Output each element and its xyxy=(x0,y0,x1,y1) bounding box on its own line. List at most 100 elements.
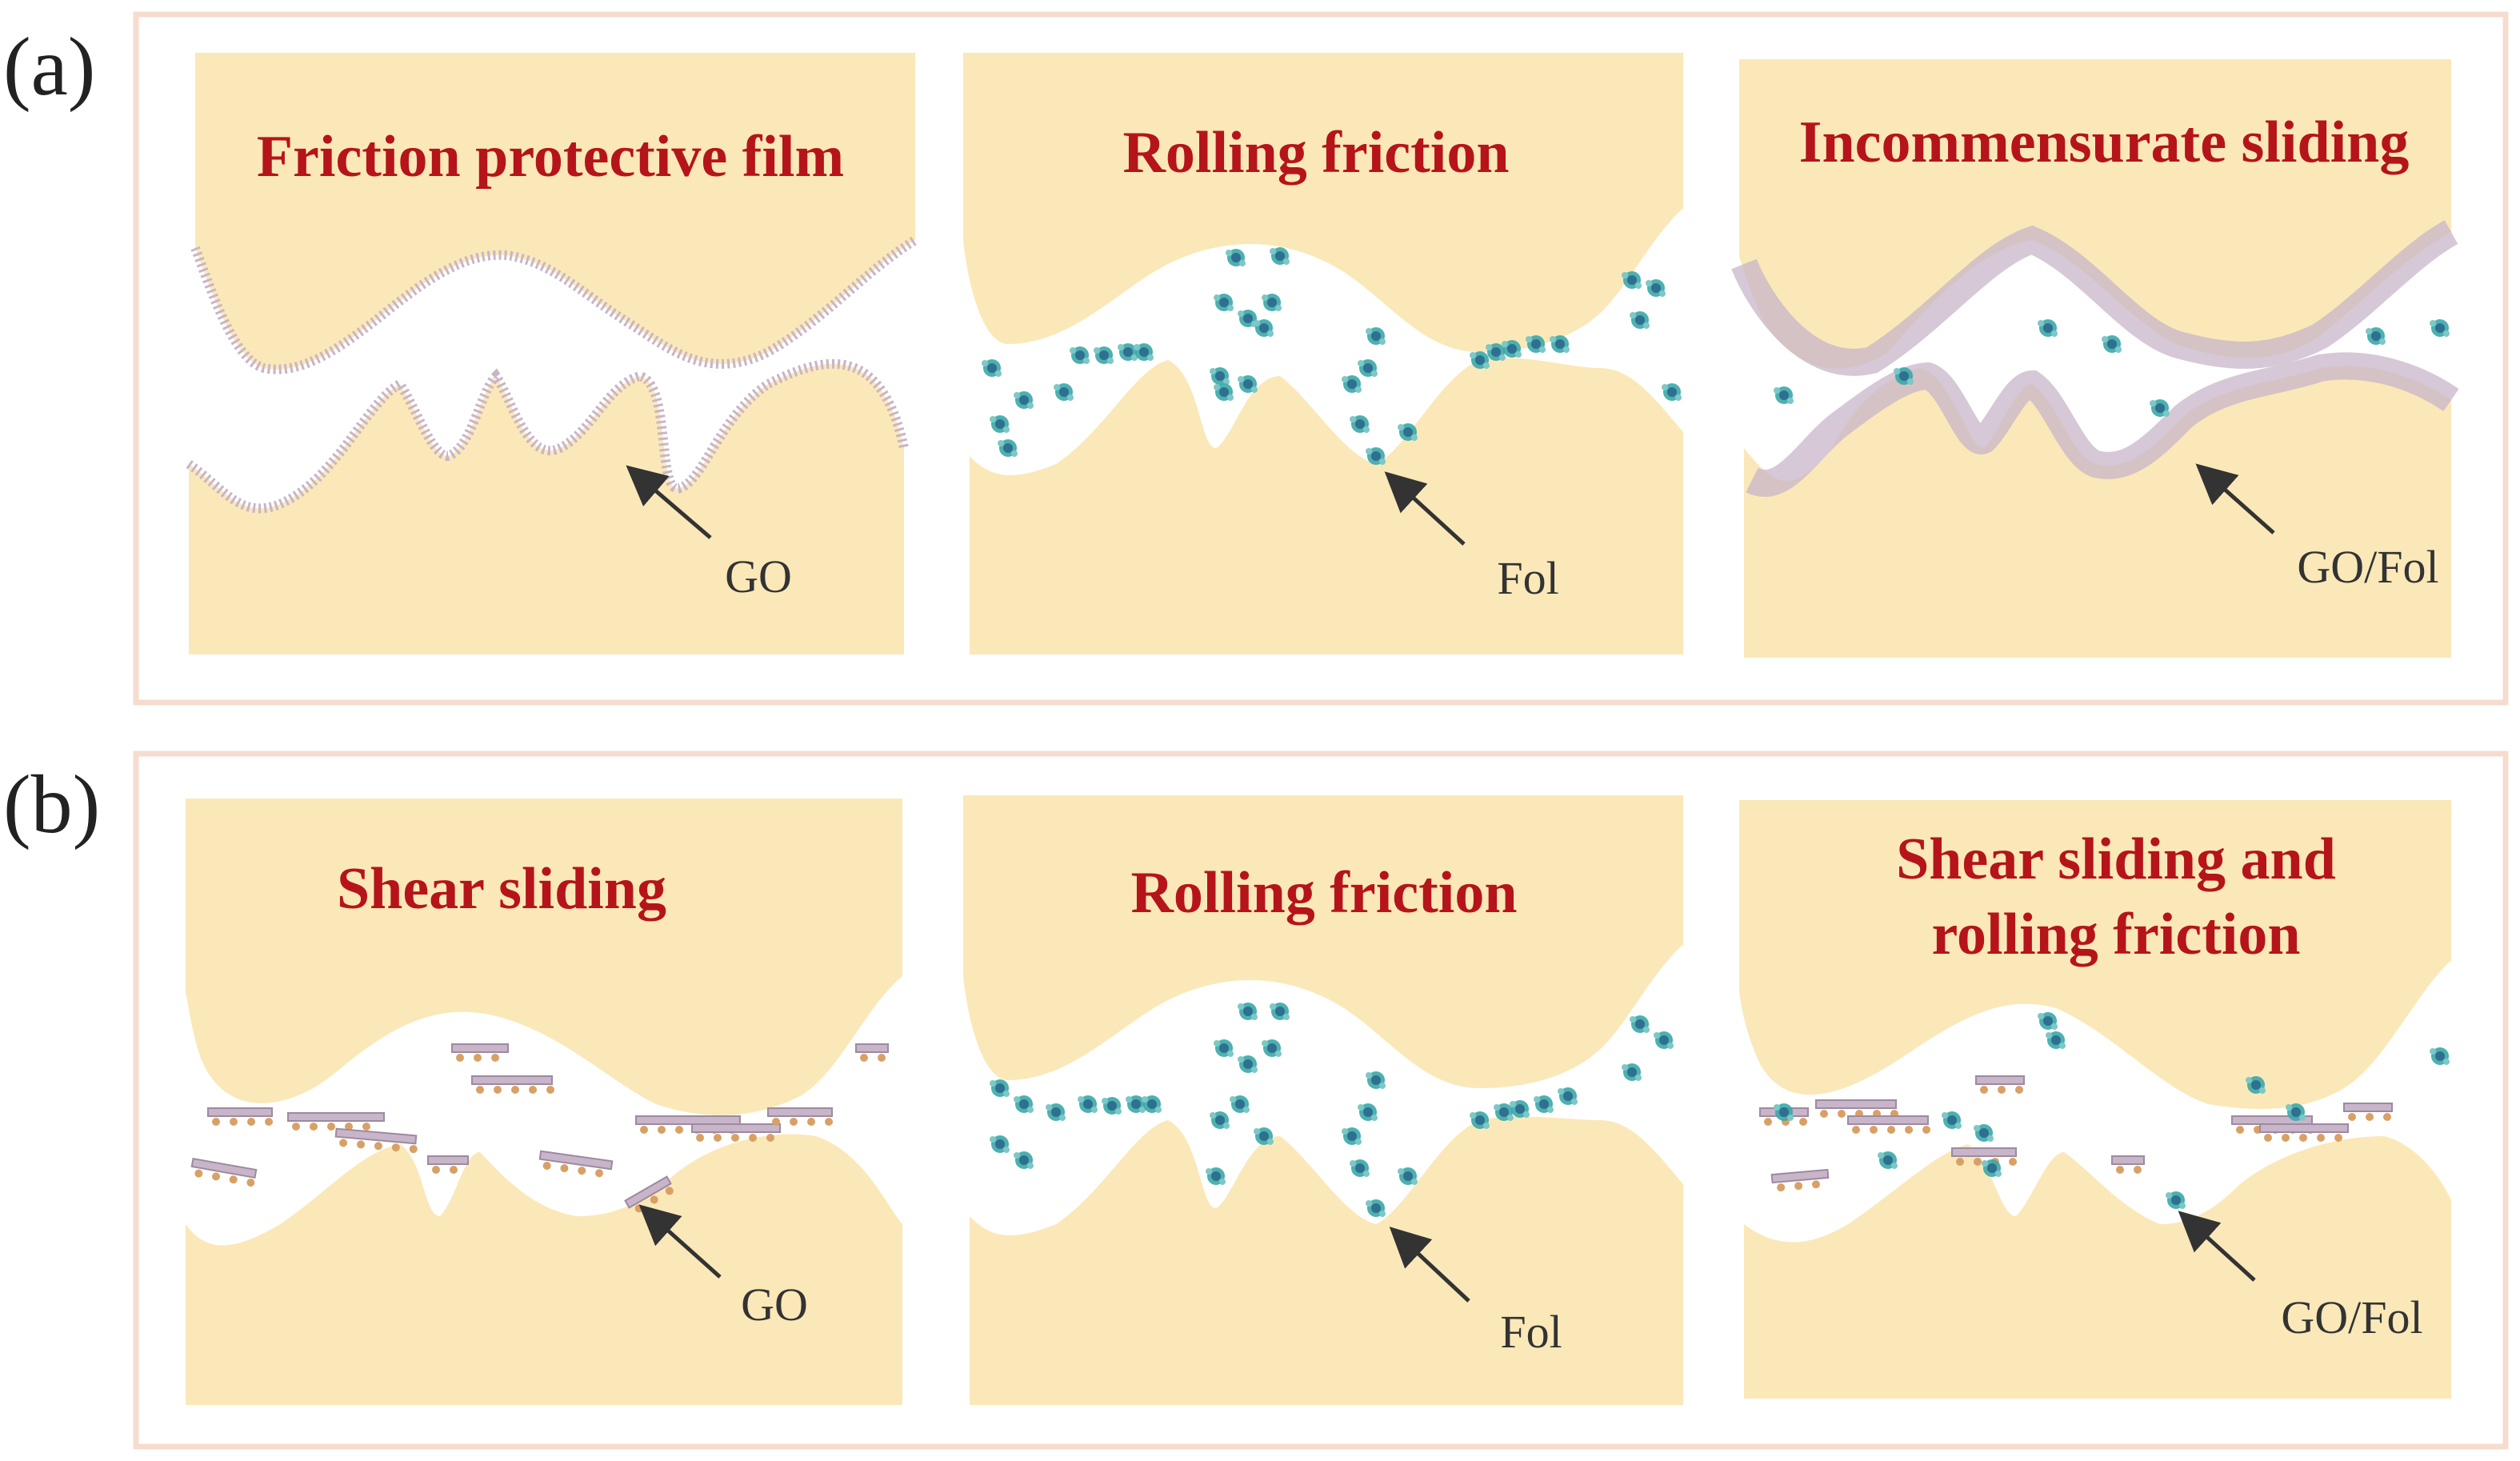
go-sheet xyxy=(207,1107,273,1126)
fol-particle xyxy=(1366,327,1386,345)
go-sheet xyxy=(855,1043,889,1062)
fol-particle xyxy=(1230,1095,1250,1113)
upper-surface xyxy=(186,799,902,1115)
panel-a-frame xyxy=(133,11,2509,706)
fol-particle xyxy=(1878,1151,1898,1169)
fol-particle xyxy=(1270,247,1290,265)
upper-surface xyxy=(195,53,915,370)
mechanism-title: Friction protective film xyxy=(257,124,844,190)
fol-particle xyxy=(990,1135,1010,1153)
pointer-arrow xyxy=(2178,1211,2256,1282)
lower-surface xyxy=(970,1116,1683,1405)
mechanism-title: Shear sliding xyxy=(337,856,666,922)
mechanism-label: GO/Fol xyxy=(2281,1291,2422,1343)
fol-particle xyxy=(1214,294,1234,311)
fol-particle xyxy=(1366,1071,1386,1089)
mechanism-label: GO/Fol xyxy=(2297,541,2438,593)
fol-particle xyxy=(1558,1087,1578,1105)
panel-a-mechanism-1: Friction protective film GO xyxy=(186,53,918,654)
panel-a-mechanism-3: Incommensurate sliding GO/Fol xyxy=(1731,59,2459,658)
panel-a-mechanism-2: Rolling friction Fol xyxy=(963,53,1683,654)
fol-particle xyxy=(1078,1095,1098,1113)
go-sheet xyxy=(1815,1099,1898,1118)
fol-particle xyxy=(1646,279,1666,297)
mechanism-label: Fol xyxy=(1500,1306,1562,1358)
lower-surface xyxy=(186,1134,902,1405)
fol-particle xyxy=(1942,1111,1962,1129)
panel-b-mechanism-2: Rolling friction Fol xyxy=(963,795,1683,1405)
pointer-arrow xyxy=(626,465,712,539)
fol-particle xyxy=(1342,1127,1362,1145)
fol-particle xyxy=(1622,1063,1642,1081)
fol-particle xyxy=(2038,319,2058,337)
mechanism-label: GO xyxy=(725,550,792,602)
fol-particle xyxy=(1350,1159,1370,1177)
fol-particle xyxy=(1654,1031,1674,1049)
go-sheet xyxy=(2343,1103,2393,1121)
fol-particle xyxy=(1210,367,1230,385)
fol-particle xyxy=(1238,375,1258,393)
go-sheet xyxy=(691,1123,781,1142)
mechanism-title: Rolling friction xyxy=(1130,860,1517,926)
lower-surface xyxy=(1744,366,2451,658)
panel-b-mechanism-3: Shear sliding and rolling friction GO/Fo… xyxy=(1739,800,2451,1399)
fol-particle xyxy=(1214,383,1234,401)
go-sheet xyxy=(767,1107,833,1126)
lower-surface xyxy=(1744,1136,2451,1399)
fol-particle xyxy=(2366,327,2386,345)
fol-particle xyxy=(1550,335,1570,353)
fol-particle xyxy=(2150,399,2170,417)
fol-particle xyxy=(1974,1124,1994,1142)
fol-particle xyxy=(982,359,1002,377)
fol-particle xyxy=(1102,1097,1122,1115)
fol-particle xyxy=(1366,1199,1386,1217)
go-sheets xyxy=(1759,1075,2393,1192)
go-sheet xyxy=(2111,1155,2145,1174)
fol-particle xyxy=(2430,319,2450,337)
mechanism-title-line-1: Shear sliding and xyxy=(1896,827,2336,892)
fol-particle xyxy=(1214,1039,1234,1057)
fol-particle xyxy=(990,415,1010,433)
mechanism-title: Incommensurate sliding xyxy=(1799,110,2410,175)
fol-particle xyxy=(1534,1095,1554,1113)
fol-particle xyxy=(1630,1015,1650,1033)
fol-particle xyxy=(1398,1167,1418,1185)
go-film-upper xyxy=(190,235,918,374)
fol-particle xyxy=(1262,294,1282,311)
go-sheet xyxy=(334,1127,418,1154)
go-sheet xyxy=(190,1157,258,1187)
fol-particle xyxy=(2038,1012,2058,1030)
fol-particle xyxy=(998,439,1018,457)
fol-particle xyxy=(2430,1047,2450,1065)
go-sheet xyxy=(1847,1115,1930,1134)
upper-surface xyxy=(1739,59,2451,369)
go-sheet xyxy=(287,1112,385,1131)
fol-particle xyxy=(1014,391,1034,409)
fol-particle xyxy=(1774,386,1794,404)
upper-surface xyxy=(1739,800,2451,1109)
go-film-lower xyxy=(186,358,909,514)
fol-particle xyxy=(1206,1167,1226,1185)
go-fol-film-lower xyxy=(1746,352,2459,497)
panel-b-mechanism-1: Shear sliding GO xyxy=(186,799,902,1405)
go-fol-film-upper xyxy=(1731,220,2458,376)
fol-particle xyxy=(1510,1100,1530,1118)
fol-particle xyxy=(1774,1103,1794,1121)
fol-particle xyxy=(990,1079,1010,1097)
fol-particle xyxy=(1226,249,1246,266)
go-sheet xyxy=(1770,1168,1830,1192)
lower-surface xyxy=(970,358,1683,654)
fol-particle xyxy=(1070,346,1090,364)
fol-particle xyxy=(2166,1191,2186,1209)
panel-a-letter: (a) xyxy=(3,21,95,113)
go-sheet xyxy=(471,1075,554,1094)
pointer-arrow xyxy=(2195,463,2275,534)
fol-particle xyxy=(1254,1127,1274,1145)
panel-b-letter: (b) xyxy=(3,759,100,851)
fol-particle xyxy=(1350,415,1370,433)
fol-particle xyxy=(1270,1003,1290,1020)
pointer-arrow xyxy=(638,1204,722,1279)
fol-particle xyxy=(2046,1031,2066,1049)
